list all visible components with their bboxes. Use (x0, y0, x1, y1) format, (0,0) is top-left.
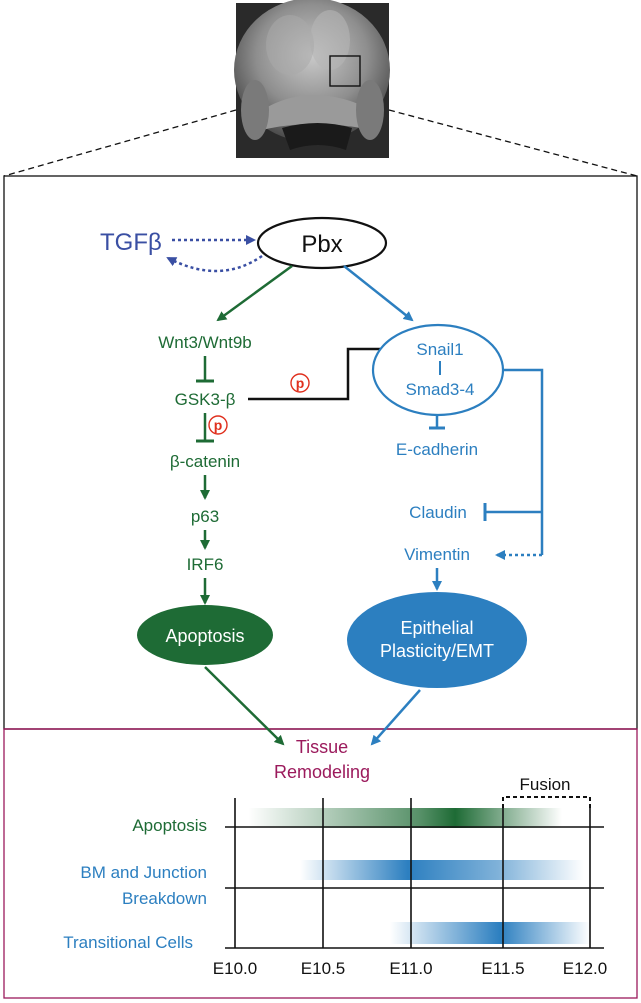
tick-e12-0: E12.0 (563, 959, 607, 978)
tick-e10-0: E10.0 (213, 959, 257, 978)
bm-breakdown-bar (300, 860, 584, 880)
wnt-label: Wnt3/Wnt9b (158, 333, 252, 352)
transitional-cells-bar (390, 922, 590, 944)
zoom-line-right (388, 109, 638, 177)
inset-box (329, 55, 361, 87)
timeline-grid (225, 798, 604, 949)
p63-label: p63 (191, 507, 219, 526)
complex-right-branch (503, 368, 544, 555)
apoptosis-node-label: Apoptosis (165, 626, 244, 646)
smad-label: Smad3-4 (406, 380, 475, 399)
claudin-label: Claudin (409, 503, 467, 522)
phospho-text-catenin: p (214, 417, 223, 433)
tick-e11-5: E11.5 (481, 959, 524, 978)
emt-node-label-2: Plasticity/EMT (380, 641, 494, 661)
embryo-sem-micrograph (234, 0, 390, 158)
irf6-label: IRF6 (187, 555, 224, 574)
row-label-apoptosis: Apoptosis (132, 816, 207, 835)
pbx-node (256, 216, 388, 270)
zoom-line-left (3, 109, 237, 177)
remodeling-title-1: Tissue (296, 737, 348, 757)
snail-smad-complex (371, 323, 505, 417)
phospho-text-snail: p (296, 375, 305, 391)
pbx-to-snail-arrow (343, 265, 414, 322)
tgfb-label: TGFβ (100, 229, 162, 256)
apoptosis-bar (248, 808, 562, 828)
phospho-marker-snail (290, 373, 310, 393)
gsk-inhibits-snail (248, 347, 392, 401)
pbx-to-wnt-arrow (216, 264, 293, 322)
fusion-label: Fusion (519, 775, 570, 794)
ecadherin-label: E-cadherin (396, 440, 478, 459)
apoptosis-to-remodeling-arrow (204, 666, 285, 746)
remodeling-title-2: Remodeling (274, 762, 370, 782)
apoptosis-node (137, 605, 273, 665)
emt-to-remodeling-arrow (370, 689, 421, 746)
pbx-label: Pbx (301, 231, 342, 258)
emt-node (347, 592, 527, 688)
catenin-label: β-catenin (170, 452, 240, 471)
phospho-marker-catenin (208, 415, 228, 435)
gsk-label: GSK3-β (175, 390, 236, 409)
snail-label: Snail1 (416, 340, 463, 359)
fusion-bracket (502, 796, 591, 808)
row-label-bm-1: BM and Junction (80, 863, 207, 882)
tick-e10-5: E10.5 (301, 959, 345, 978)
emt-node-label-1: Epithelial (400, 618, 473, 638)
vimentin-label: Vimentin (404, 545, 470, 564)
pbx-to-tgfb-arrow (166, 254, 263, 273)
row-label-bm-2: Breakdown (122, 889, 207, 908)
tick-e11-0: E11.0 (389, 959, 432, 978)
row-label-transitional: Transitional Cells (63, 933, 193, 952)
